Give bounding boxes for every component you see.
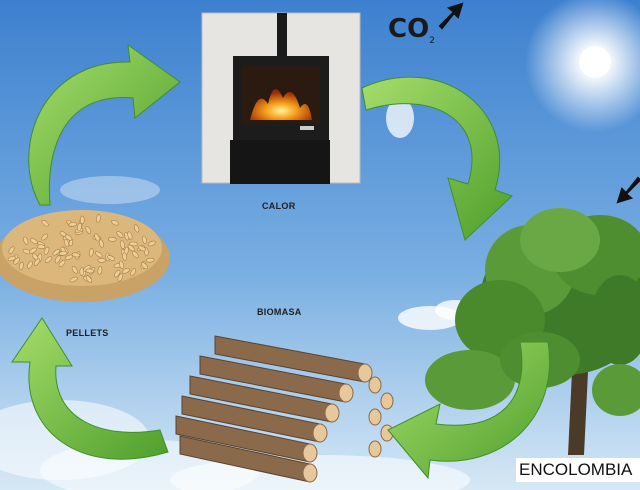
- co2-up-arrow-icon: [438, 2, 464, 30]
- watermark: ENCOLOMBIA: [516, 458, 640, 482]
- pellets-label: PELLETS: [66, 328, 109, 338]
- pellets-illustration: [0, 210, 170, 302]
- cycle-arrow-icon: [28, 43, 181, 206]
- cycle-arrow-icon: [361, 76, 513, 241]
- co2-down-arrow-icon: [616, 176, 640, 204]
- calor-label: CALOR: [262, 201, 296, 211]
- logs-illustration: [175, 335, 394, 483]
- biomasa-label: BIOMASA: [257, 307, 302, 317]
- tree-illustration: [425, 208, 640, 455]
- stove-illustration: [201, 12, 361, 184]
- cycle-arrow-icon: [11, 317, 169, 460]
- sun-icon: [525, 0, 640, 132]
- co2-label: CO2: [388, 14, 435, 47]
- cycle-arrow-icon: [387, 341, 550, 480]
